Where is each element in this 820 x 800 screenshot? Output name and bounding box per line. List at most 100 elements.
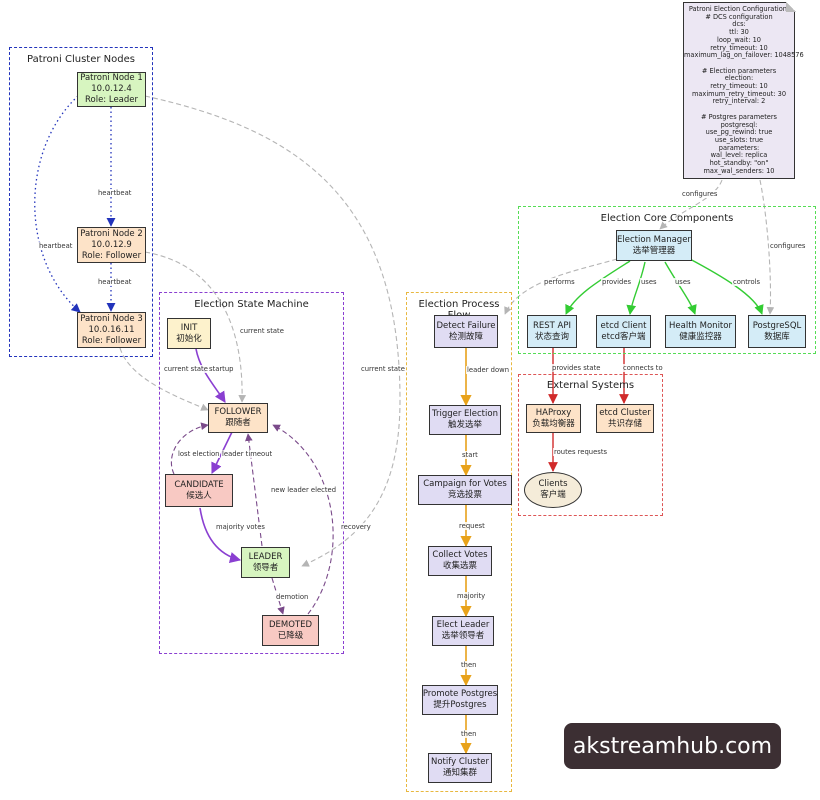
node-line: 收集选票 [442, 561, 477, 571]
edge-label: majority [456, 592, 487, 600]
edge-label: then [460, 730, 478, 738]
node-patroni-1[interactable]: Patroni Node 1 10.0.12.4 Role: Leader [77, 72, 146, 107]
node-line: Elect Leader [436, 620, 490, 630]
component-health-monitor[interactable]: Health Monitor 健康监控器 [665, 315, 736, 348]
node-line: LEADER [248, 551, 283, 562]
edge-label: heartbeat [97, 189, 133, 197]
step-notify-cluster[interactable]: Notify Cluster 通知集群 [428, 753, 492, 783]
state-follower[interactable]: FOLLOWER 跟随者 [208, 403, 268, 433]
node-line: Notify Cluster [431, 757, 489, 767]
node-line: HAProxy [535, 407, 572, 418]
node-line: Promote Postgres [422, 689, 498, 699]
edge-label: new leader elected [270, 486, 338, 494]
edge-label: request [458, 522, 486, 530]
node-line: 10.0.12.4 [91, 84, 132, 94]
step-trigger-election[interactable]: Trigger Election 触发选举 [429, 405, 501, 435]
edge-label: demotion [275, 593, 310, 601]
node-line: REST API [532, 320, 571, 331]
node-line: etcd客户端 [601, 331, 646, 342]
node-line: Role: Follower [81, 250, 142, 261]
cluster-title: Patroni Cluster Nodes [27, 54, 135, 65]
state-candidate[interactable]: CANDIDATE 候选人 [165, 474, 233, 507]
edge-label: routes requests [553, 448, 609, 456]
edge-label: recovery [340, 523, 372, 531]
component-rest-api[interactable]: REST API 状态查询 [527, 315, 577, 348]
step-elect-leader[interactable]: Elect Leader 选举领导者 [432, 616, 494, 646]
cluster-title: External Systems [546, 380, 635, 391]
node-line: 初始化 [176, 333, 202, 344]
node-line: 检测故障 [448, 331, 483, 342]
edge-manager-etcdclient [626, 261, 646, 315]
node-line: Detect Failure [436, 320, 496, 331]
cluster-state-machine: Election State Machine [159, 292, 344, 654]
node-line: 已降级 [277, 630, 304, 641]
state-init[interactable]: INIT 初始化 [167, 318, 211, 349]
node-line: 负载均衡器 [532, 418, 575, 429]
edge-label: performs [543, 278, 576, 286]
edge-label: uses [674, 278, 692, 286]
step-collect-votes[interactable]: Collect Votes 收集选票 [428, 546, 492, 576]
edge-label: configures [769, 242, 807, 250]
edge-label: provides state [551, 364, 602, 372]
state-demoted[interactable]: DEMOTED 已降级 [262, 615, 319, 646]
step-campaign[interactable]: Campaign for Votes 竞选投票 [418, 475, 512, 505]
node-line: 竞选投票 [447, 490, 482, 500]
node-line: 候选人 [186, 490, 212, 501]
edge-label: leader down [466, 366, 511, 374]
component-election-manager[interactable]: Election Manager 选举管理器 [616, 230, 692, 261]
edge-note-postgres [759, 179, 775, 315]
component-postgresql[interactable]: PostgreSQL 数据库 [748, 315, 806, 348]
node-line: 10.0.12.9 [91, 239, 132, 250]
step-promote-postgres[interactable]: Promote Postgres 提升Postgres [422, 685, 498, 715]
node-line: PostgreSQL [752, 320, 802, 331]
edge-label: heartbeat [38, 242, 74, 250]
node-line: 跟随者 [225, 418, 251, 428]
node-line: 通知集群 [442, 768, 477, 778]
node-line: etcd Cluster [599, 407, 651, 418]
edge-label: startup [208, 365, 235, 373]
cluster-title: Election Core Components [600, 213, 734, 224]
node-patroni-3[interactable]: Patroni Node 3 10.0.16.11 Role: Follower [77, 312, 146, 348]
node-line: FOLLOWER [214, 407, 262, 417]
node-line: Campaign for Votes [423, 479, 507, 489]
node-line: Trigger Election [432, 409, 498, 419]
edge-candidate-leader [199, 507, 242, 563]
edge-label: then [460, 661, 478, 669]
node-line: Patroni Node 2 [80, 228, 143, 239]
watermark: akstreamhub.com [564, 723, 781, 769]
edge-candidate-follower [170, 422, 209, 475]
cluster-core-components: Election Core Components [518, 206, 816, 354]
step-detect-failure[interactable]: Detect Failure 检测故障 [434, 315, 498, 348]
node-line: Clients [538, 479, 568, 489]
edge-label: heartbeat [97, 278, 133, 286]
node-patroni-2[interactable]: Patroni Node 2 10.0.12.9 Role: Follower [77, 227, 146, 263]
edge-label: current state [239, 327, 285, 335]
edge-label: configures [681, 190, 719, 198]
node-line: 领导者 [252, 562, 279, 573]
edge-label: majority votes [215, 523, 266, 531]
node-line: Patroni Node 3 [80, 313, 143, 324]
edge-demoted-follower [272, 424, 334, 615]
external-haproxy[interactable]: HAProxy 负载均衡器 [526, 404, 581, 433]
edge-init-follower [195, 348, 226, 403]
node-line: DEMOTED [268, 619, 313, 630]
state-leader[interactable]: LEADER 领导者 [241, 547, 290, 578]
cluster-title: Election State Machine [194, 299, 309, 310]
edge-n2-follower [144, 251, 247, 403]
component-etcd-client[interactable]: etcd Client etcd客户端 [596, 315, 651, 348]
node-line: Election Manager [617, 234, 691, 245]
edge-note-manager [659, 179, 723, 230]
edge-label: connects to [622, 364, 664, 372]
external-clients[interactable]: Clients 客户端 [524, 472, 582, 508]
node-line: 数据库 [764, 331, 790, 342]
node-line: Role: Follower [81, 335, 142, 346]
node-line: CANDIDATE [174, 479, 224, 490]
node-line: 选举领导者 [441, 631, 485, 641]
external-etcd-cluster[interactable]: etcd Cluster 共识存储 [596, 404, 654, 433]
edge-manager-health [664, 261, 697, 315]
node-line: Role: Leader [84, 95, 139, 105]
edge-n1-leader [144, 95, 401, 567]
node-line: 提升Postgres [433, 700, 487, 710]
node-line: 客户端 [540, 490, 566, 500]
node-line: etcd Client [600, 320, 647, 331]
